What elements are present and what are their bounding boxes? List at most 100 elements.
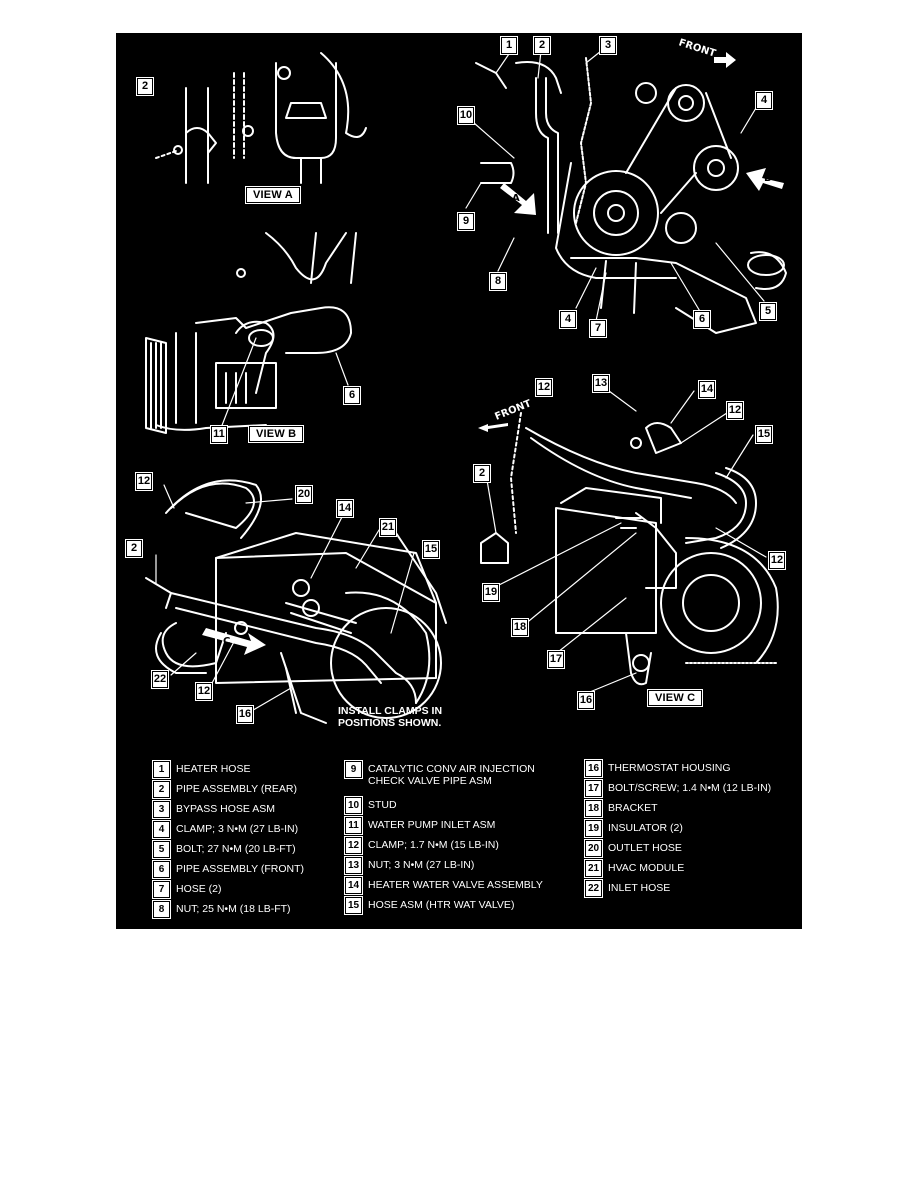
legend-text: INSULATOR (2) — [608, 822, 683, 834]
callout-12-bl-b: 12 — [195, 682, 213, 701]
callout-2-vc: 2 — [473, 464, 491, 483]
callout-16-bl: 16 — [236, 705, 254, 724]
legend-item: 16 THERMOSTAT HOUSING — [584, 759, 771, 780]
callout-22: 22 — [151, 670, 169, 689]
legend-number: 16 — [584, 759, 603, 778]
legend-number: 2 — [152, 780, 171, 799]
front-arrow-mid — [478, 423, 508, 432]
callout-21: 21 — [379, 518, 397, 537]
callout-9: 9 — [457, 212, 475, 231]
legend-number: 9 — [344, 760, 363, 779]
legend-item: 21 HVAC MODULE — [584, 859, 771, 880]
legend-item: 19 INSULATOR (2) — [584, 819, 771, 840]
view-c-drawing — [480, 412, 779, 686]
legend-number: 4 — [152, 820, 171, 839]
legend-item: 17 BOLT/SCREW; 1.4 N•M (12 LB-IN) — [584, 779, 772, 800]
callout-4-top: 4 — [755, 91, 773, 110]
callout-7: 7 — [589, 319, 607, 338]
callout-16-vc: 16 — [577, 691, 595, 710]
diagram-panel: VIEW A VIEW B VIEW C FRONT FRONT A B C I… — [116, 33, 802, 929]
callout-18: 18 — [511, 618, 529, 637]
arrow-a-letter: A — [512, 193, 520, 204]
legend-number: 3 — [152, 800, 171, 819]
legend-text: INLET HOSE — [608, 882, 671, 894]
callout-11: 11 — [210, 425, 228, 444]
callout-4-bottom: 4 — [559, 310, 577, 329]
legend-text: OUTLET HOSE — [608, 842, 682, 854]
callout-8: 8 — [489, 272, 507, 291]
legend-text: HEATER HOSE — [176, 763, 251, 775]
callout-1: 1 — [500, 36, 518, 55]
callout-6-view-b: 6 — [343, 386, 361, 405]
legend-text: HVAC MODULE — [608, 862, 685, 874]
legend-text: BOLT; 27 N•M (20 LB-FT) — [176, 843, 296, 855]
front-arrow-top — [714, 52, 736, 68]
view-b-drawing — [145, 232, 357, 434]
line-art — [145, 50, 787, 724]
view-a-label: VIEW A — [245, 186, 301, 204]
callout-12-vc-a: 12 — [535, 378, 553, 397]
view-b-label: VIEW B — [247, 425, 305, 443]
callout-14-vc: 14 — [698, 380, 716, 399]
legend-number: 17 — [584, 779, 603, 798]
legend-text: STUD — [368, 799, 397, 811]
legend-text: BRACKET — [608, 802, 658, 814]
callout-2-top: 2 — [533, 36, 551, 55]
legend-item: 3 BYPASS HOSE ASM — [152, 800, 304, 821]
legend-text: CLAMP; 3 N•M (27 LB-IN) — [176, 823, 299, 835]
legend-text: CLAMP; 1.7 N•M (15 LB-IN) — [368, 839, 499, 851]
install-clamps-note: INSTALL CLAMPS IN POSITIONS SHOWN. — [338, 705, 443, 729]
legend-text: CATALYTIC CONV AIR INJECTION CHECK VALVE… — [368, 763, 535, 787]
legend-column-3: 16 THERMOSTAT HOUSING 17 BOLT/SCREW; 1.4 N… — [584, 759, 772, 900]
legend-text: WATER PUMP INLET ASM — [368, 819, 496, 831]
legend-text: HOSE (2) — [176, 883, 222, 895]
callout-17: 17 — [547, 650, 565, 669]
legend-number: 11 — [344, 816, 363, 835]
legend-text: THERMOSTAT HOUSING — [608, 762, 731, 774]
legend-item: 9 CATALYTIC CONV AIR INJECTION CHECK VALV… — [344, 760, 543, 797]
callout-14-bl: 14 — [336, 499, 354, 518]
legend-text: HOSE ASM (HTR WAT VALVE) — [368, 899, 515, 911]
legend-text: PIPE ASSEMBLY (REAR) — [176, 783, 297, 795]
legend-item: 18 BRACKET — [584, 799, 771, 820]
legend-number: 5 — [152, 840, 171, 859]
callout-10: 10 — [457, 106, 475, 125]
legend-number: 7 — [152, 880, 171, 899]
legend-number: 1 — [152, 760, 171, 779]
legend-text: NUT; 3 N•M (27 LB-IN) — [368, 859, 475, 871]
legend-number: 6 — [152, 860, 171, 879]
hvac-drawing — [145, 479, 447, 724]
legend-number: 22 — [584, 879, 603, 898]
legend-item: 11 WATER PUMP INLET ASM — [344, 816, 543, 837]
callout-15-vc: 15 — [755, 425, 773, 444]
arrow-b-letter: B — [764, 173, 772, 184]
legend-number: 12 — [344, 836, 363, 855]
legend-item: 22 INLET HOSE — [584, 879, 771, 900]
callout-19: 19 — [482, 583, 500, 602]
legend-text: PIPE ASSEMBLY (FRONT) — [176, 863, 304, 875]
view-c-label: VIEW C — [646, 689, 704, 707]
legend-number: 19 — [584, 819, 603, 838]
callout-view-a-2: 2 — [136, 77, 154, 96]
legend-text: BYPASS HOSE ASM — [176, 803, 276, 815]
callout-20: 20 — [295, 485, 313, 504]
legend-item: 1 HEATER HOSE — [152, 760, 304, 781]
legend-number: 18 — [584, 799, 603, 818]
legend-column-1: 1 HEATER HOSE 2 PIPE ASSEMBLY (REAR) 3 BYPA… — [152, 760, 304, 921]
callout-13: 13 — [592, 374, 610, 393]
legend-item: 12 CLAMP; 1.7 N•M (15 LB-IN) — [344, 836, 543, 857]
leader-lines — [155, 50, 767, 714]
legend-text: BOLT/SCREW; 1.4 N•M (12 LB-IN) — [608, 782, 772, 794]
legend-number: 21 — [584, 859, 603, 878]
legend-text: HEATER WATER VALVE ASSEMBLY — [368, 879, 543, 891]
callout-3: 3 — [599, 36, 617, 55]
view-arrow-a — [500, 183, 536, 215]
callout-2-bl: 2 — [125, 539, 143, 558]
legend-number: 14 — [344, 876, 363, 895]
legend-item: 14 HEATER WATER VALVE ASSEMBLY — [344, 876, 543, 897]
legend-item: 7 HOSE (2) — [152, 880, 304, 901]
